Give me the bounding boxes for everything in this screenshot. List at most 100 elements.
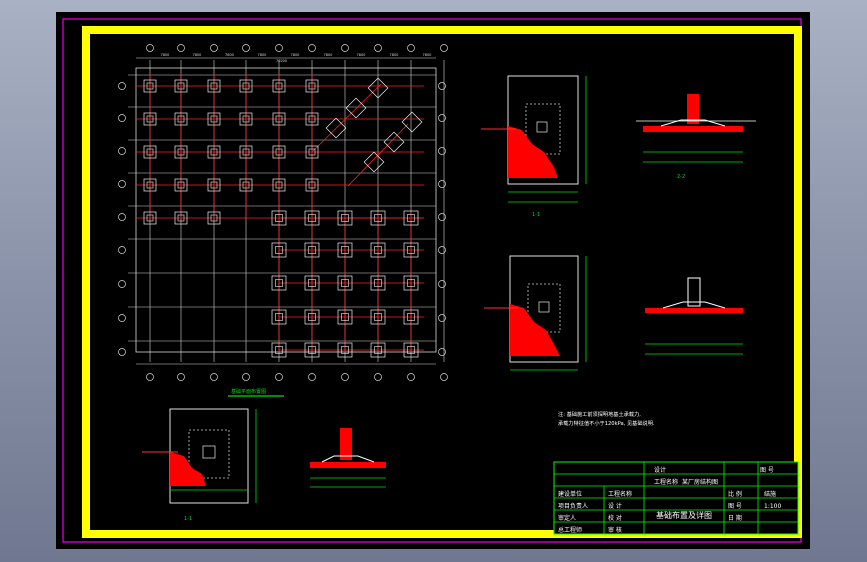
axis-bubble-right bbox=[438, 180, 446, 188]
footing-rotated bbox=[367, 77, 389, 99]
footing-outline bbox=[370, 309, 386, 325]
footing-pedestal bbox=[308, 313, 316, 321]
footing-pedestal bbox=[146, 115, 154, 123]
footing-pedestal bbox=[146, 181, 154, 189]
tb-owner-label: 建设单位 bbox=[558, 490, 582, 498]
section-1-label: 1-1 bbox=[532, 212, 540, 218]
axis-bubble-top bbox=[374, 44, 382, 52]
dim-text: 7800 bbox=[423, 53, 432, 57]
footing-pedestal bbox=[210, 181, 218, 189]
tb-design: 设 计 bbox=[608, 502, 622, 510]
footing-pedestal bbox=[308, 82, 316, 90]
footing-pedestal bbox=[242, 181, 250, 189]
footing-outline bbox=[403, 342, 419, 358]
footing-base-1 bbox=[643, 126, 743, 132]
footing-outline bbox=[239, 145, 253, 159]
axis-bubble-right bbox=[438, 280, 446, 288]
axis-bubble-left bbox=[118, 314, 126, 322]
section-detail-2 bbox=[484, 255, 587, 371]
tb-project-name: 某厂房结构图 bbox=[682, 478, 718, 486]
footing-step-3 bbox=[188, 429, 230, 479]
axis-bubble-bottom bbox=[242, 373, 250, 381]
footing-rotated bbox=[325, 117, 347, 139]
dim-text: 7800 bbox=[225, 53, 234, 57]
footing-rotated bbox=[401, 111, 423, 133]
footing-outline bbox=[239, 178, 253, 192]
footing-outline bbox=[370, 210, 386, 226]
footing-rotated bbox=[345, 97, 367, 119]
footing-base-2 bbox=[645, 308, 743, 313]
hatched-section-3 bbox=[170, 452, 206, 486]
footing-outline bbox=[304, 210, 320, 226]
title-block: 设计 工程名称 某厂房结构图 建设单位 工程名称 图 号 结施 设 计 校 对 … bbox=[553, 461, 799, 535]
footing-outline bbox=[304, 275, 320, 291]
footing-pedestal bbox=[275, 115, 283, 123]
pedestal-2 bbox=[687, 277, 701, 307]
dim-row-1 bbox=[643, 151, 743, 163]
footing-outline bbox=[174, 178, 188, 192]
footing-pedestal bbox=[242, 148, 250, 156]
tb-sheet-label: 图 号 bbox=[728, 503, 742, 510]
footing-pedestal bbox=[210, 82, 218, 90]
axis-bubble-bottom bbox=[275, 373, 283, 381]
footing-pedestal bbox=[407, 246, 415, 254]
pedestal-3 bbox=[340, 428, 352, 460]
axis-bubble-top bbox=[210, 44, 218, 52]
footing-outline bbox=[207, 145, 221, 159]
footing-elevation-2 bbox=[645, 277, 743, 355]
axis-bubble-right bbox=[438, 314, 446, 322]
footing-outline bbox=[143, 178, 157, 192]
tb-chief: 总工程师 bbox=[558, 526, 582, 534]
hatched-section-1 bbox=[508, 126, 558, 178]
section-detail-1: 1-1 bbox=[481, 75, 587, 218]
axis-bubble-right bbox=[438, 147, 446, 155]
footing-pedestal bbox=[177, 181, 185, 189]
axis-bubble-left bbox=[118, 213, 126, 221]
footing-outline bbox=[174, 112, 188, 126]
footing-pedestal bbox=[341, 246, 349, 254]
diagonal-beam bbox=[311, 83, 382, 153]
footing-outline bbox=[271, 309, 287, 325]
axis-bubble-right bbox=[438, 82, 446, 90]
footing-pedestal bbox=[341, 313, 349, 321]
dim-row-2 bbox=[645, 343, 743, 355]
footing-pedestal bbox=[308, 246, 316, 254]
footing-pedestal bbox=[275, 246, 283, 254]
footing-outline bbox=[272, 178, 286, 192]
axis-bubble-bottom bbox=[440, 373, 448, 381]
footing-pedestal bbox=[146, 148, 154, 156]
footing-outline bbox=[143, 145, 157, 159]
footing-pedestal bbox=[308, 181, 316, 189]
axis-bubble-bottom bbox=[308, 373, 316, 381]
footing-elevation-1: 2-2 bbox=[636, 94, 756, 180]
dim-text: 7800 bbox=[193, 53, 202, 57]
axis-bubble-bottom bbox=[177, 373, 185, 381]
axis-bubble-left bbox=[118, 246, 126, 254]
axis-bubble-left bbox=[118, 348, 126, 356]
footing-pedestal bbox=[275, 214, 283, 222]
axis-bubble-bottom bbox=[146, 373, 154, 381]
footing-pedestal bbox=[374, 279, 382, 287]
footing-elevation-3 bbox=[310, 428, 386, 488]
footing-pedestal bbox=[177, 148, 185, 156]
note-line-1: 注: 基础施工前须探明地基土承载力, bbox=[558, 410, 641, 418]
axis-bubble-left bbox=[118, 82, 126, 90]
tb-project-lead: 项目负责人 bbox=[558, 502, 588, 510]
dim-text: 7800 bbox=[324, 53, 333, 57]
axis-bubble-top bbox=[146, 44, 154, 52]
axis-bubble-left bbox=[118, 147, 126, 155]
footing-outline bbox=[207, 178, 221, 192]
tb-approve: 审 核 bbox=[608, 526, 622, 534]
dim-text: 7800 bbox=[161, 53, 170, 57]
column-stub-1 bbox=[536, 121, 548, 133]
tb-drawing-no: 结施 bbox=[764, 490, 776, 498]
footing-pedestal bbox=[146, 214, 154, 222]
footing-outline bbox=[143, 79, 157, 93]
footing-outline bbox=[370, 242, 386, 258]
dim-lines-2 bbox=[510, 256, 587, 371]
footing-outline bbox=[337, 309, 353, 325]
footing-pedestal bbox=[308, 148, 316, 156]
